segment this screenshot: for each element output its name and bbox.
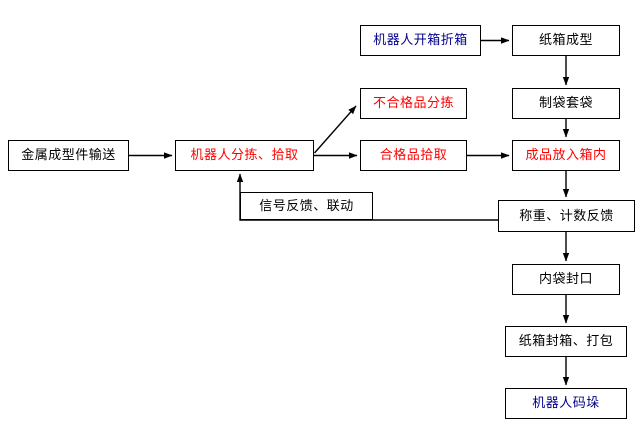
node-weigh-count-feedback-label: 称重、计数反馈 xyxy=(519,208,614,224)
node-carton-seal-pack[interactable]: 纸箱封箱、打包 xyxy=(505,326,627,357)
node-reject-sorting-label: 不合格品分拣 xyxy=(372,96,454,111)
node-robot-palletizing-label: 机器人码垛 xyxy=(532,396,600,411)
node-robot-open-carton-label: 机器人开箱折箱 xyxy=(373,33,468,48)
node-reject-sorting[interactable]: 不合格品分拣 xyxy=(360,88,467,119)
node-signal-feedback[interactable]: 信号反馈、联动 xyxy=(240,192,373,220)
node-metal-feed-label: 金属成型件输送 xyxy=(21,148,116,163)
node-robot-sort-pick[interactable]: 机器人分拣、拾取 xyxy=(175,140,314,171)
node-carton-forming-label: 纸箱成型 xyxy=(538,33,593,48)
edge-robot-to-reject xyxy=(313,105,357,154)
node-inner-bag-seal[interactable]: 内袋封口 xyxy=(512,264,620,295)
node-robot-open-carton[interactable]: 机器人开箱折箱 xyxy=(360,25,481,56)
node-robot-palletizing[interactable]: 机器人码垛 xyxy=(505,388,627,419)
node-inner-bag-seal-label: 内袋封口 xyxy=(538,272,593,287)
node-qualified-pick-label: 合格品拾取 xyxy=(379,148,448,163)
node-product-into-carton-label: 成品放入箱内 xyxy=(525,148,607,163)
node-product-into-carton[interactable]: 成品放入箱内 xyxy=(512,140,620,171)
node-weigh-count-feedback[interactable]: 称重、计数反馈 xyxy=(498,200,635,232)
node-robot-sort-pick-label: 机器人分拣、拾取 xyxy=(190,148,299,163)
node-qualified-pick[interactable]: 合格品拾取 xyxy=(360,140,467,171)
node-bag-making[interactable]: 制袋套袋 xyxy=(512,88,620,119)
node-metal-feed[interactable]: 金属成型件输送 xyxy=(8,140,129,171)
node-carton-seal-pack-label: 纸箱封箱、打包 xyxy=(518,334,614,349)
node-bag-making-label: 制袋套袋 xyxy=(538,96,593,111)
node-carton-forming[interactable]: 纸箱成型 xyxy=(512,25,620,56)
node-signal-feedback-label: 信号反馈、联动 xyxy=(259,198,354,214)
